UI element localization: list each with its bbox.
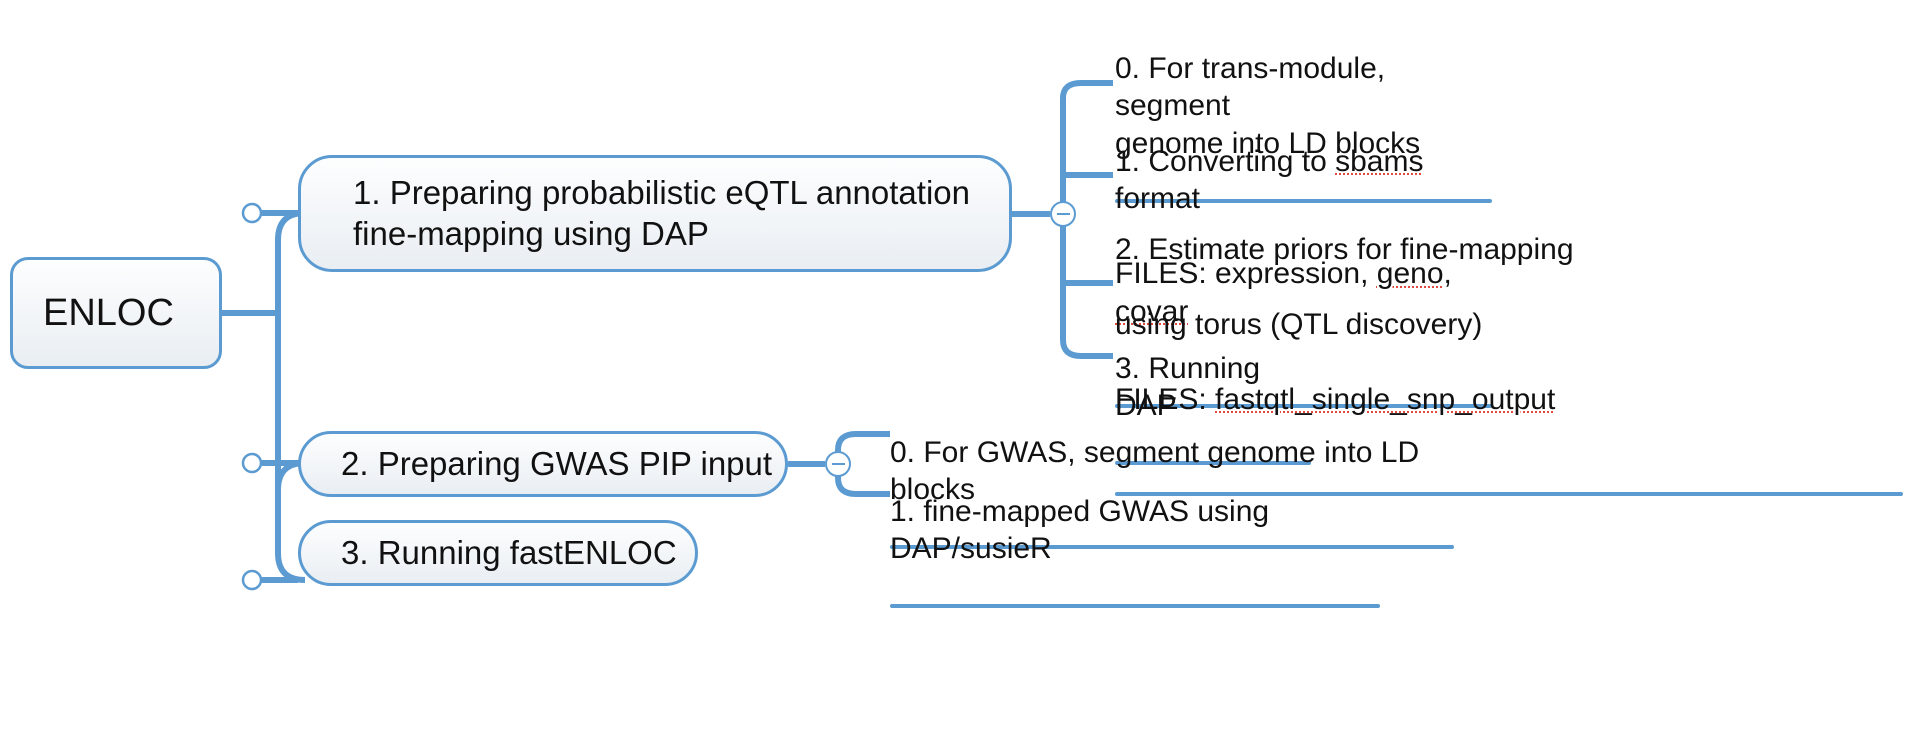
branch-node-label: 1. Preparing probabilistic eQTL annotati… (353, 174, 970, 252)
leaf-node-label: 1. fine-mapped GWAS using DAP/susieR (890, 494, 1270, 566)
branch-connector-dots (241, 202, 263, 591)
leaf-node-fine-mapped-gwas-dap-susier[interactable]: 1. fine-mapped GWAS using DAP/susieR (890, 455, 1382, 608)
leaf-node-estimate-priors-torus[interactable]: 2. Estimate priors for fine-mapping usin… (1115, 193, 1905, 496)
leaf-node-line-3: FILES: fastqtl_single_snp_output (1115, 381, 1905, 419)
leaf-underline (1115, 492, 1903, 496)
leaf-underline (890, 545, 1454, 549)
leaf-node-running-dap[interactable]: 3. Running DAP (1115, 312, 1313, 465)
wire-leaf-1-0 (1060, 80, 1113, 99)
collapse-toggle-branch-1[interactable] (1050, 201, 1076, 227)
leaf-node-line-2: using torus (QTL discovery) (1115, 307, 1483, 341)
leaf-underline (1115, 198, 1492, 203)
connector-dot-branch-2 (241, 452, 263, 474)
root-node-enloc[interactable]: ENLOC (10, 257, 222, 369)
root-node-label: ENLOC (43, 291, 174, 334)
branch-node-preparing-gwas-pip-input[interactable]: 2. Preparing GWAS PIP input (298, 431, 788, 497)
leaf-node-label: 0. For trans-module, segment genome into… (1115, 51, 1421, 160)
leaf-node-line-1: 2. Estimate priors for fine-mapping (1115, 232, 1574, 266)
leaf-line2-prefix: FILES: expression, (1115, 257, 1377, 290)
leaf-node-label: 0. For GWAS, segment genome into LD bloc… (890, 435, 1420, 507)
wire-leaf-2-1 (835, 477, 890, 497)
wire-leaf-2-0 (835, 431, 890, 451)
leaf-line2-mid: , (1443, 257, 1452, 290)
spellcheck-word-fastqtl-single-snp-output: fastqtl_single_snp_output (1215, 382, 1556, 416)
spellcheck-word-covar: covar (1115, 294, 1189, 328)
leaf-node-line-2: FILES: expression, geno, covar (1115, 255, 1495, 330)
leaf-underline (1115, 461, 1311, 465)
leaf-line3-prefix: FILES: (1115, 382, 1216, 416)
leaf-underline (1115, 404, 1492, 408)
connector-dot-branch-3 (241, 569, 263, 591)
leaf-line1-suffix: format (1115, 182, 1201, 215)
spellcheck-word-sbams: sbams (1335, 144, 1424, 178)
branch-node-running-fastenloc[interactable]: 3. Running fastENLOC (298, 520, 698, 586)
leaf-node-label: 3. Running DAP (1115, 351, 1261, 423)
leaf-node-gwas-ld-blocks[interactable]: 0. For GWAS, segment genome into LD bloc… (890, 396, 1456, 549)
wire-leaf-1-3 (1060, 339, 1113, 359)
leaf-underline (890, 604, 1380, 608)
minus-icon (831, 463, 845, 465)
leaf-line1-prefix: 1. Converting to (1115, 144, 1336, 178)
minus-icon (1056, 213, 1070, 215)
branch-node-label: 3. Running fastENLOC (341, 533, 677, 571)
leaf-node-converting-to-sbams[interactable]: 1. Converting to sbams format FILES: exp… (1115, 105, 1495, 408)
collapse-toggle-branch-2[interactable] (825, 451, 851, 477)
branch-node-label: 2. Preparing GWAS PIP input (341, 444, 773, 482)
leaf-node-line-1: 1. Converting to sbams format (1115, 143, 1495, 218)
branch-node-preparing-eqtl-annotation[interactable]: 1. Preparing probabilistic eQTL annotati… (298, 155, 1012, 272)
leaf-node-trans-module-ld-blocks[interactable]: 0. For trans-module, segment genome into… (1115, 12, 1495, 203)
spellcheck-word-geno: geno (1376, 257, 1444, 290)
connector-dot-branch-1 (241, 202, 263, 224)
